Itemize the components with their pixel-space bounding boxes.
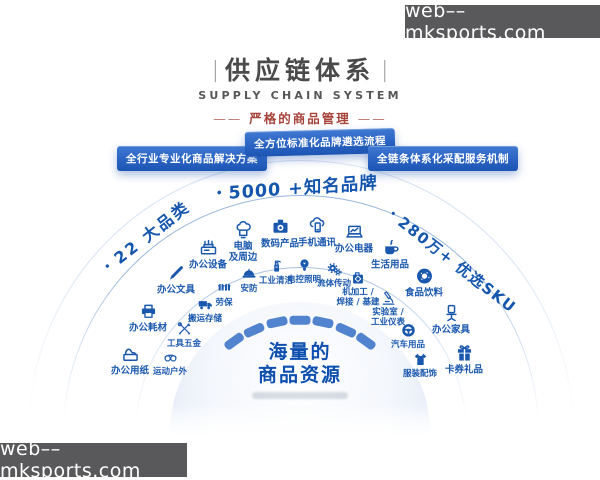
tagline: —— 严格的商品管理 —— <box>0 108 600 127</box>
category-office-equipment: 办公设备 <box>189 238 227 271</box>
category-office-stationery: 办公文具 <box>157 263 195 296</box>
light-bulb-icon <box>295 257 312 274</box>
watermark-bottom: web––mksports.com <box>0 438 187 480</box>
category-label: 办公电器 <box>334 243 374 255</box>
category-label: 办公家具 <box>431 324 471 336</box>
center-headline-line1: 海量的 <box>268 341 332 364</box>
category-office-paper: 办公用纸 <box>111 344 149 377</box>
category-industrial-cleaning: 工业清洁 <box>259 258 293 286</box>
category-machining-welding-construction: 机加工 /焊接 / 基建 <box>336 270 380 308</box>
pill-procurement-service: 全链条体系化采配服务机制 <box>368 146 518 171</box>
category-label: 数码产品 <box>260 238 300 250</box>
page-title: |供应链体系| <box>0 57 600 85</box>
watermark-top: web––mksports.com <box>405 0 600 44</box>
category-label: 机加工 /焊接 / 基建 <box>336 287 380 308</box>
fax-machine-icon <box>197 238 218 259</box>
header: |供应链体系| SUPPLY CHAIN SYSTEM —— 严格的商品管理 —— <box>0 57 600 127</box>
watermark-bottom-text: web––mksports.com <box>0 438 141 480</box>
category-label: 安防 <box>240 283 258 294</box>
camera-icon <box>269 217 290 238</box>
category-label: 搬运存储 <box>187 313 223 324</box>
category-mobile-communication: 手机通讯 <box>298 216 336 249</box>
donut-icon <box>413 266 434 287</box>
spray-bottle-icon <box>267 258 284 275</box>
category-office-appliances: 办公电器 <box>335 222 373 255</box>
title-left-bar: | <box>211 58 219 83</box>
category-apparel-accessories: 服装配饰 <box>403 351 437 379</box>
category-food-beverage: 食品饮料 <box>405 266 443 299</box>
category-labor-protection: 劳保 <box>215 280 233 308</box>
tagline-right-dash: —— <box>357 110 387 126</box>
category-handling-storage: 搬运存储 <box>188 296 222 324</box>
center-headline: 海量的 商品资源 <box>258 341 342 387</box>
cloud-computer-icon <box>232 219 253 240</box>
category-label: 实验室 /工业仪表 <box>370 307 406 328</box>
page-subtitle: SUPPLY CHAIN SYSTEM <box>198 88 402 102</box>
category-security: 安防 <box>240 266 258 294</box>
crossed-tools-icon <box>175 321 192 338</box>
category-daily-necessities: 生活用品 <box>371 238 409 271</box>
category-label: 工业清洁 <box>258 275 294 286</box>
category-auto-supplies: 汽车用品 <box>391 322 425 350</box>
printer-supplies-icon <box>137 301 158 322</box>
category-label: 办公设备 <box>188 259 228 271</box>
category-cards-gifts: 卡券礼品 <box>445 343 483 376</box>
pill-industry-solution: 全行业专业化商品解决方案 <box>117 146 267 171</box>
coffee-cup-icon <box>379 238 400 259</box>
pen-icon <box>165 263 186 284</box>
center-faint-watermark <box>252 392 348 399</box>
tagline-text: 严格的商品管理 <box>249 110 351 126</box>
jerry-can-icon <box>350 270 367 287</box>
category-label: 卡券礼品 <box>444 364 484 376</box>
category-sports-outdoor: 运动户外 <box>153 349 187 377</box>
category-label: 劳保 <box>215 297 233 308</box>
category-label: 电控照明 <box>286 274 322 285</box>
category-label: 办公文具 <box>156 284 196 296</box>
gift-box-icon <box>453 343 474 364</box>
category-label: 办公用纸 <box>110 365 150 377</box>
tshirt-icon <box>411 351 428 368</box>
cloud-phone-icon <box>306 216 327 237</box>
category-label: 电脑及周边 <box>228 241 258 264</box>
category-computers-peripherals: 电脑及周边 <box>228 219 258 264</box>
category-electrical-lighting: 电控照明 <box>287 257 321 285</box>
microscope-icon <box>379 290 396 307</box>
watermark-top-text: web––mksports.com <box>405 0 546 44</box>
category-label: 运动户外 <box>152 366 188 377</box>
truck-icon <box>196 296 213 313</box>
category-office-consumables: 办公耗材 <box>129 301 167 334</box>
category-label: 流体传动 <box>316 278 352 289</box>
category-tools-hardware: 工具五金 <box>167 321 201 349</box>
category-label: 食品饮料 <box>404 287 444 299</box>
title-text: 供应链体系 <box>224 56 375 85</box>
laptop-icon <box>343 222 364 243</box>
category-label: 手机通讯 <box>297 237 337 249</box>
safety-vest-icon <box>215 280 232 297</box>
office-chair-icon <box>440 303 461 324</box>
category-laboratory-instruments: 实验室 /工业仪表 <box>371 290 405 328</box>
helmet-icon <box>240 266 257 283</box>
gears-icon <box>325 261 342 278</box>
steering-wheel-icon <box>399 322 416 339</box>
category-office-furniture: 办公家具 <box>432 303 470 336</box>
category-digital-products: 数码产品 <box>261 217 299 250</box>
category-label: 工具五金 <box>166 338 202 349</box>
bullet-dot: • <box>215 187 224 200</box>
category-label: 生活用品 <box>370 259 410 271</box>
center-headline-line2: 商品资源 <box>257 364 343 386</box>
category-fluid-power: 流体传动 <box>317 261 351 289</box>
category-label: 办公耗材 <box>128 322 168 334</box>
tagline-left-dash: —— <box>213 110 243 126</box>
paper-roll-icon <box>119 344 140 365</box>
goggles-icon <box>161 349 178 366</box>
category-label: 汽车用品 <box>390 339 426 350</box>
category-label: 服装配饰 <box>402 368 438 379</box>
title-right-bar: | <box>381 58 389 83</box>
dash-segment <box>289 315 311 325</box>
